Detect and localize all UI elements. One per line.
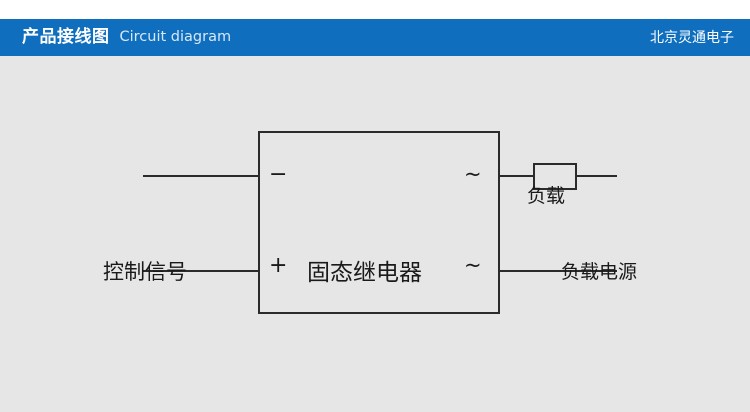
header-brand-group: 北京灵通电子	[650, 19, 734, 56]
relay-box-outline	[258, 131, 500, 314]
circuit-schematic	[143, 131, 617, 314]
label-control-signal: 控制信号	[103, 260, 187, 284]
terminal-ac-top-symbol: ~	[464, 162, 482, 186]
diagram-canvas: 控制信号 固态继电器 负载 负载电源 − + ~ ~	[0, 56, 750, 412]
page-title-en: Circuit diagram	[119, 29, 232, 46]
label-load-power: 负载电源	[561, 261, 638, 283]
label-relay-box: 固态继电器	[307, 260, 422, 286]
top-white-strip	[0, 0, 750, 19]
terminal-minus-symbol: −	[269, 162, 288, 187]
header-title-group: 产品接线图 Circuit diagram	[22, 19, 231, 56]
brand-name: 北京灵通电子	[650, 29, 734, 46]
terminal-ac-bottom-symbol: ~	[464, 253, 482, 277]
terminal-plus-symbol: +	[269, 253, 288, 278]
load-resistor-symbol	[533, 163, 577, 190]
header-bar: 产品接线图 Circuit diagram 北京灵通电子	[0, 19, 750, 56]
page-title-cn: 产品接线图	[22, 27, 110, 47]
label-load: 负载	[527, 185, 566, 207]
